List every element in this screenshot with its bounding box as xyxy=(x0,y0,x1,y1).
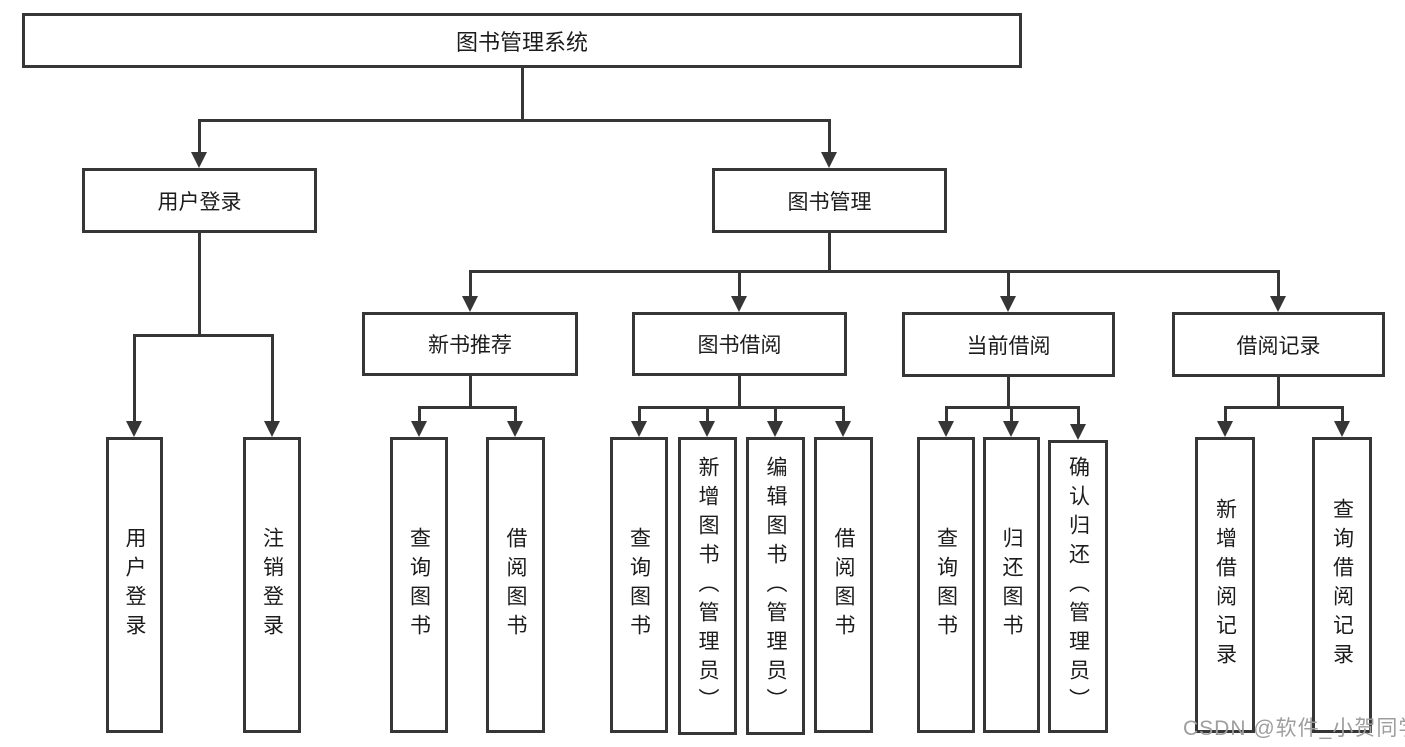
arrow-head-icon xyxy=(821,152,837,168)
node-book-borrowing-label: 图书借阅 xyxy=(697,334,782,357)
arrow-shaft xyxy=(1224,407,1227,423)
leaf-return-book-label: 归还图书 xyxy=(1000,527,1023,643)
node-book-management: 图书管理 xyxy=(712,168,947,233)
leaf-query-books-borrow: 查询图书 xyxy=(610,437,668,733)
arrow-head-icon xyxy=(462,296,478,312)
leaf-query-books-recommend: 查询图书 xyxy=(390,437,448,733)
node-current-borrowing: 当前借阅 xyxy=(902,312,1115,377)
arrow-head-icon xyxy=(731,296,747,312)
arrow-shaft xyxy=(133,335,136,423)
arrow-shaft xyxy=(738,271,741,298)
node-current-borrowing-label: 当前借阅 xyxy=(966,334,1051,358)
connector-line-vertical xyxy=(828,233,831,273)
arrow-head-icon xyxy=(191,152,207,168)
leaf-query-books-borrow-label: 查询图书 xyxy=(627,527,651,643)
connector-line-vertical xyxy=(198,233,201,337)
arrow-head-icon xyxy=(411,421,427,437)
arrow-head-icon xyxy=(1217,421,1233,437)
leaf-confirm-return-admin-label: 确认归还（管理员） xyxy=(1066,456,1090,717)
leaf-query-books-recommend-label: 查询图书 xyxy=(407,527,431,643)
arrow-shaft xyxy=(198,120,201,154)
arrow-shaft xyxy=(271,335,274,423)
arrow-shaft xyxy=(706,407,709,423)
leaf-edit-book-admin-label: 编辑图书（管理员） xyxy=(764,455,787,717)
connector-line-vertical xyxy=(738,376,741,409)
arrow-shaft xyxy=(1010,407,1013,423)
leaf-add-book-admin: 新增图书（管理员） xyxy=(678,437,737,735)
node-new-book-recommendation-label: 新书推荐 xyxy=(428,334,512,357)
arrow-head-icon xyxy=(767,421,783,437)
leaf-user-login-label: 用户登录 xyxy=(123,527,146,643)
connector-line-horizontal xyxy=(198,119,831,122)
arrow-shaft xyxy=(842,407,845,423)
leaf-edit-book-admin: 编辑图书（管理员） xyxy=(746,437,805,735)
arrow-shaft xyxy=(828,120,831,154)
node-user-login: 用户登录 xyxy=(82,168,317,233)
arrow-shaft xyxy=(418,407,421,423)
leaf-add-book-admin-label: 新增图书（管理员） xyxy=(696,455,719,717)
arrow-shaft xyxy=(1277,271,1280,298)
leaf-add-borrow-record-label: 新增借阅记录 xyxy=(1213,498,1237,672)
node-book-management-label: 图书管理 xyxy=(787,190,872,214)
arrow-shaft xyxy=(945,407,948,423)
arrow-shaft xyxy=(1007,271,1010,298)
arrow-head-icon xyxy=(264,421,280,437)
node-borrowing-records-label: 借阅记录 xyxy=(1236,334,1321,358)
arrow-head-icon xyxy=(126,421,142,437)
leaf-query-books-current: 查询图书 xyxy=(917,437,975,733)
arrow-head-icon xyxy=(938,421,954,437)
node-user-login-label: 用户登录 xyxy=(157,190,242,214)
leaf-return-book: 归还图书 xyxy=(983,437,1040,733)
arrow-shaft xyxy=(514,407,517,423)
arrow-head-icon xyxy=(1070,424,1086,440)
leaf-confirm-return-admin: 确认归还（管理员） xyxy=(1048,440,1108,733)
connector-line-horizontal xyxy=(469,270,1280,273)
leaf-borrow-books-borrow-label: 借阅图书 xyxy=(832,527,855,643)
arrow-head-icon xyxy=(835,421,851,437)
arrow-head-icon xyxy=(1000,296,1016,312)
arrow-shaft xyxy=(774,407,777,423)
connector-line-horizontal xyxy=(638,406,845,409)
arrow-head-icon xyxy=(631,421,647,437)
node-library-management-system: 图书管理系统 xyxy=(22,13,1022,68)
arrow-shaft xyxy=(469,271,472,298)
leaf-query-books-current-label: 查询图书 xyxy=(934,527,958,643)
leaf-borrow-books-recommend: 借阅图书 xyxy=(486,437,545,733)
connector-line-horizontal xyxy=(418,406,517,409)
node-library-management-system-label: 图书管理系统 xyxy=(455,29,588,55)
arrow-shaft xyxy=(1077,407,1080,426)
arrow-head-icon xyxy=(1270,296,1286,312)
arrow-head-icon xyxy=(1334,421,1350,437)
arrow-head-icon xyxy=(1003,421,1019,437)
watermark: CSDN @软件_小贺同学 xyxy=(1183,717,1405,740)
leaf-logout: 注销登录 xyxy=(243,437,301,733)
node-book-borrowing: 图书借阅 xyxy=(632,312,847,376)
leaf-query-borrow-record-label: 查询借阅记录 xyxy=(1330,498,1354,672)
connector-line-vertical xyxy=(521,68,524,121)
leaf-user-login: 用户登录 xyxy=(106,437,163,733)
leaf-add-borrow-record: 新增借阅记录 xyxy=(1195,437,1255,733)
node-new-book-recommendation: 新书推荐 xyxy=(362,312,578,376)
connector-line-horizontal xyxy=(1224,406,1344,409)
connector-line-vertical xyxy=(469,376,472,409)
arrow-shaft xyxy=(638,407,641,423)
connector-line-horizontal xyxy=(133,334,274,337)
connector-line-vertical xyxy=(1007,377,1010,409)
leaf-logout-label: 注销登录 xyxy=(260,527,284,643)
arrow-head-icon xyxy=(699,421,715,437)
node-borrowing-records: 借阅记录 xyxy=(1172,312,1385,377)
connector-line-vertical xyxy=(1277,377,1280,409)
leaf-query-borrow-record: 查询借阅记录 xyxy=(1312,437,1372,733)
leaf-borrow-books-recommend-label: 借阅图书 xyxy=(504,527,527,643)
arrow-head-icon xyxy=(507,421,523,437)
leaf-borrow-books-borrow: 借阅图书 xyxy=(814,437,873,733)
arrow-shaft xyxy=(1341,407,1344,423)
